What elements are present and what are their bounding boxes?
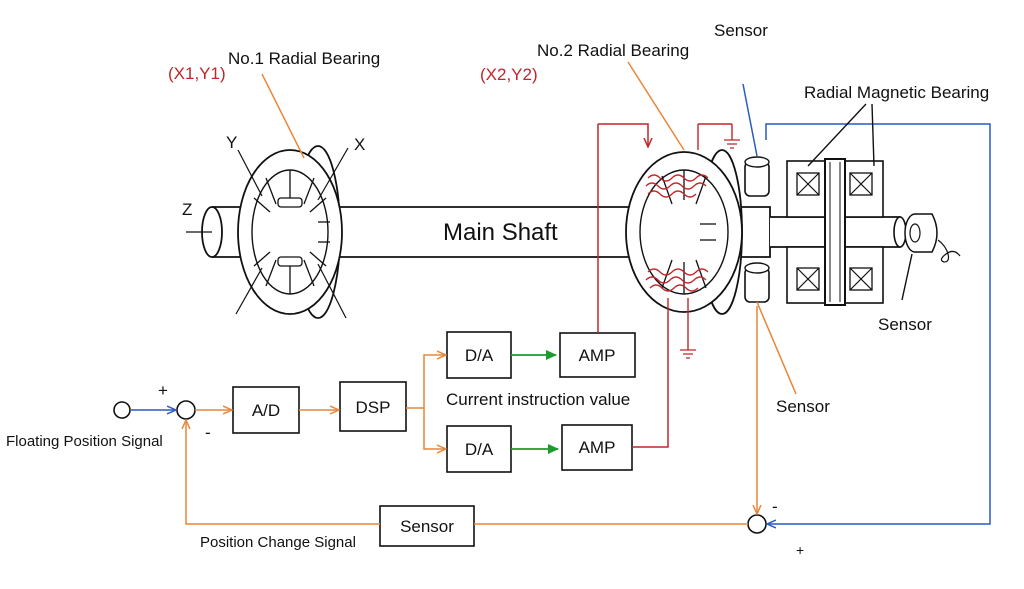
amp-top-label: AMP — [579, 346, 616, 365]
label-main-shaft: Main Shaft — [443, 219, 558, 246]
radial-magnetic-bearing — [786, 158, 884, 306]
label-current-instruction: Current instruction value — [446, 390, 630, 409]
end-sensor — [904, 213, 961, 263]
pointer-lines — [807, 103, 913, 301]
label-plus-left: + — [158, 381, 168, 400]
green-arrows — [511, 350, 559, 454]
sensor-block-label: Sensor — [400, 517, 454, 536]
da-top-label: D/A — [465, 346, 494, 365]
amp-bottom-label: AMP — [579, 438, 616, 457]
orange-signal-lines — [186, 61, 797, 525]
label-bearing-1-coords: (X1,Y1) — [168, 64, 226, 83]
summing-junction-left — [176, 400, 196, 420]
label-position-change: Position Change Signal — [200, 534, 356, 551]
label-axis-z: Z — [182, 200, 192, 219]
sensor-probe-bottom — [744, 262, 770, 303]
label-sensor-top: Sensor — [714, 21, 768, 40]
label-axis-x: X — [354, 135, 365, 154]
label-radial-magnetic-bearing: Radial Magnetic Bearing — [804, 83, 989, 102]
amp-top-block — [559, 332, 636, 378]
dsp-block-label: DSP — [356, 398, 391, 417]
control-blocks — [232, 331, 636, 547]
label-minus-left: - — [205, 423, 211, 442]
summing-junction-right — [747, 514, 767, 534]
da-bottom-block — [446, 425, 512, 473]
dsp-block — [339, 381, 407, 432]
label-axis-y: Y — [226, 133, 237, 152]
ad-block — [232, 386, 300, 434]
label-sensor-right: Sensor — [878, 315, 932, 334]
input-terminal — [113, 401, 131, 419]
da-bottom-label: D/A — [465, 440, 494, 459]
amp-bottom-block — [561, 424, 633, 471]
label-bearing-1: No.1 Radial Bearing — [228, 49, 380, 68]
label-bearing-2-coords: (X2,Y2) — [480, 65, 538, 84]
label-sensor-lower: Sensor — [776, 397, 830, 416]
ad-block-label: A/D — [252, 401, 280, 420]
red-drive-lines — [597, 123, 669, 448]
sensor-block — [379, 505, 475, 547]
label-bearing-2: No.2 Radial Bearing — [537, 41, 689, 60]
radial-bearing-2 — [625, 123, 743, 359]
radial-bearing-1 — [235, 145, 349, 319]
label-plus-right: + — [796, 542, 804, 558]
label-floating-position: Floating Position Signal — [6, 433, 163, 450]
sensor-probe-top — [744, 156, 770, 197]
da-top-block — [446, 331, 512, 379]
label-minus-right: - — [772, 497, 778, 516]
blue-signal-lines — [130, 83, 991, 524]
